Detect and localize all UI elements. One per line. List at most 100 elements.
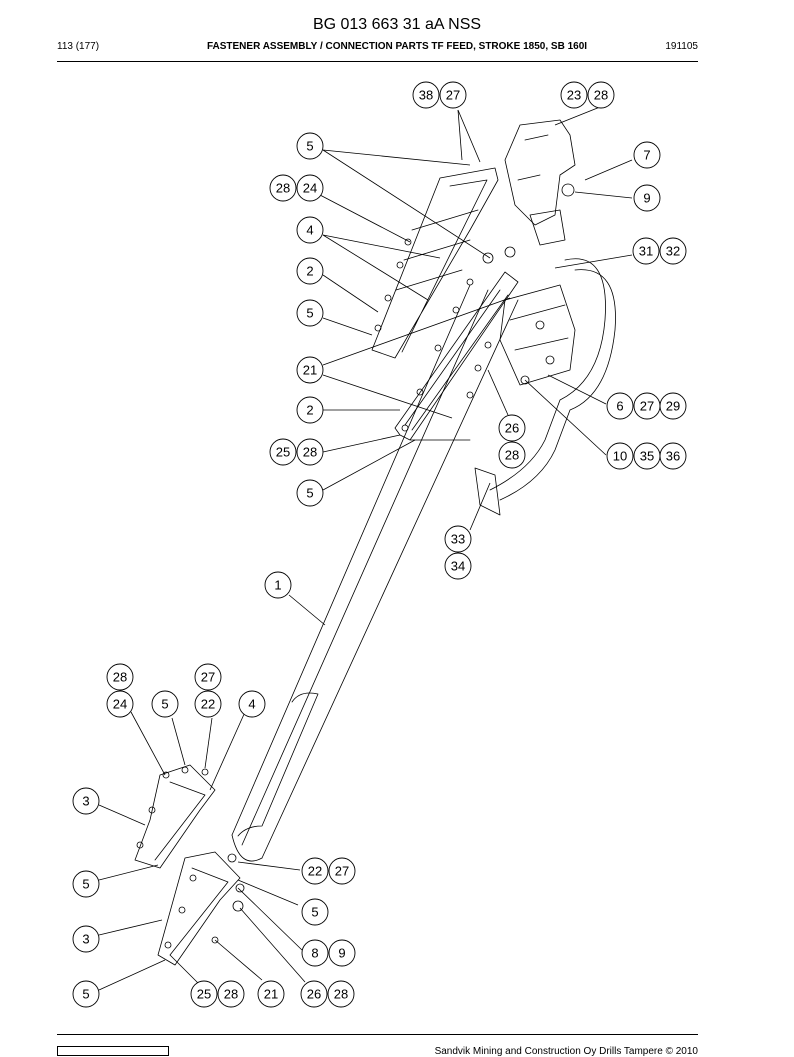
callout-label: 31 — [639, 244, 653, 259]
callout-circle — [269, 174, 297, 202]
callout-label: 5 — [82, 877, 89, 892]
feed-beam — [231, 284, 519, 859]
callout-circle — [587, 81, 615, 109]
callout-circle — [296, 257, 324, 285]
callout-9: 9 — [633, 184, 661, 212]
callout-circle — [300, 980, 328, 1008]
callout-9: 9 — [328, 939, 356, 967]
callout-28: 28 — [587, 81, 615, 109]
callout-label: 24 — [113, 697, 127, 712]
callout-circle — [301, 857, 329, 885]
callout-circle — [72, 925, 100, 953]
callout-5: 5 — [296, 479, 324, 507]
callout-label: 5 — [82, 987, 89, 1002]
callout-label: 28 — [303, 445, 317, 460]
callout-circle — [296, 174, 324, 202]
callout-27: 27 — [194, 663, 222, 691]
upper-plate — [394, 271, 519, 441]
callout-label: 28 — [334, 987, 348, 1002]
callout-label: 6 — [616, 399, 623, 414]
callout-circle — [659, 442, 687, 470]
callout-label: 3 — [82, 794, 89, 809]
callout-label: 10 — [613, 449, 627, 464]
callout-label: 3 — [82, 932, 89, 947]
leader-lines — [98, 106, 633, 991]
callout-label: 27 — [640, 399, 654, 414]
callout-label: 28 — [276, 181, 290, 196]
callout-26: 26 — [300, 980, 328, 1008]
callout-circle — [632, 237, 660, 265]
header-rule — [57, 61, 698, 62]
callout-circle — [296, 356, 324, 384]
bracket-detail — [517, 134, 566, 246]
callout-label: 22 — [308, 864, 322, 879]
callout-1: 1 — [264, 571, 292, 599]
callout-circle — [328, 939, 356, 967]
callout-label: 24 — [303, 181, 317, 196]
callout-25: 25 — [269, 438, 297, 466]
callout-label: 34 — [451, 559, 465, 574]
callout-31: 31 — [632, 237, 660, 265]
callout-circle — [444, 525, 472, 553]
callout-38: 38 — [412, 81, 440, 109]
callout-21: 21 — [296, 356, 324, 384]
callout-5: 5 — [72, 980, 100, 1008]
hose-loop-outer — [499, 269, 616, 501]
callout-label: 9 — [643, 191, 650, 206]
callout-27: 27 — [633, 392, 661, 420]
document-id: BG 013 663 31 aA NSS — [312, 16, 482, 33]
lower-slide-pad-upper — [134, 764, 216, 869]
callout-8: 8 — [301, 939, 329, 967]
valve-block — [499, 284, 576, 386]
callout-circle — [296, 396, 324, 424]
callout-28: 28 — [498, 441, 526, 469]
callout-24: 24 — [106, 690, 134, 718]
callout-label: 32 — [666, 244, 680, 259]
callout-circle — [296, 479, 324, 507]
lower-slide-pad-lower — [157, 851, 241, 966]
sandvik-logo — [57, 1046, 169, 1056]
callout-circle — [151, 690, 179, 718]
callout-3: 3 — [72, 787, 100, 815]
callout-label: 35 — [640, 449, 654, 464]
callout-circle — [296, 216, 324, 244]
callout-2: 2 — [296, 396, 324, 424]
callout-5: 5 — [301, 898, 329, 926]
page-number: 113 (177) — [57, 41, 100, 52]
revision-date: 191105 — [665, 41, 698, 52]
callout-36: 36 — [659, 442, 687, 470]
callout-6: 6 — [606, 392, 634, 420]
callout-28: 28 — [296, 438, 324, 466]
callout-7: 7 — [633, 141, 661, 169]
callout-circle — [327, 980, 355, 1008]
callout-label: 5 — [161, 697, 168, 712]
callout-label: 9 — [338, 946, 345, 961]
callout-label: 23 — [567, 88, 581, 103]
callout-label: 2 — [306, 264, 313, 279]
callout-label: 26 — [307, 987, 321, 1002]
callout-circle — [72, 980, 100, 1008]
callout-label: 21 — [264, 987, 278, 1002]
upper-slide-pad — [371, 167, 499, 359]
callout-label: 38 — [419, 88, 433, 103]
copyright-notice: Sandvik Mining and Construction Oy Drill… — [434, 1046, 698, 1057]
callout-circle — [498, 441, 526, 469]
callout-label: 28 — [594, 88, 608, 103]
callout-circle — [238, 690, 266, 718]
callout-circle — [106, 690, 134, 718]
callout-circle — [439, 81, 467, 109]
mounting-bracket — [504, 119, 576, 226]
drawing-title: FASTENER ASSEMBLY / CONNECTION PARTS TF … — [206, 41, 588, 52]
callout-label: 25 — [197, 987, 211, 1002]
callout-5: 5 — [296, 132, 324, 160]
callout-circle — [194, 690, 222, 718]
callout-circle — [106, 663, 134, 691]
callout-3: 3 — [72, 925, 100, 953]
callout-circle — [72, 870, 100, 898]
callout-28: 28 — [269, 174, 297, 202]
callout-label: 36 — [666, 449, 680, 464]
callout-5: 5 — [151, 690, 179, 718]
callout-33: 33 — [444, 525, 472, 553]
callout-circle — [560, 81, 588, 109]
